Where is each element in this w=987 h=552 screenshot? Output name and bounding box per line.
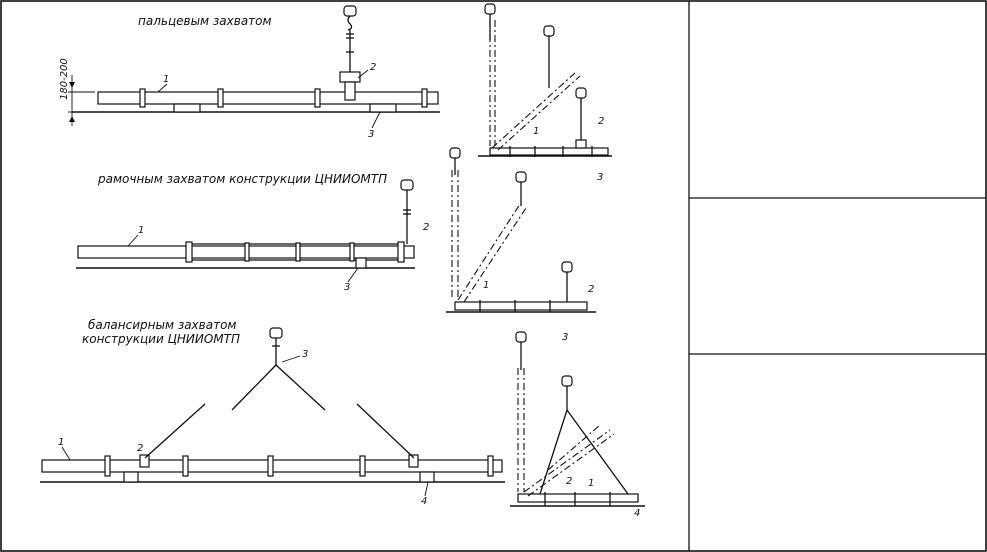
label-3-a: 3 <box>368 129 374 140</box>
label-2-d: 2 <box>588 284 594 295</box>
label-1-d: 1 <box>483 280 489 291</box>
label-1-c: 1 <box>138 225 144 236</box>
rotation-schematic-1 <box>478 3 612 157</box>
rotation-schematic-3 <box>510 331 645 507</box>
label-2-b: 2 <box>598 116 604 127</box>
label-3-d: 3 <box>562 332 568 343</box>
table-cell-3 <box>690 355 987 550</box>
label-2-f: 2 <box>566 476 572 487</box>
beam-1 <box>97 88 439 113</box>
label-1-e: 1 <box>58 437 64 448</box>
label-2-e: 2 <box>137 443 143 454</box>
caption-frame-grip: рамочным захватом конструкции ЦНИИОМТП <box>97 172 387 186</box>
finger-grip-assembly <box>339 5 361 101</box>
label-3-e: 3 <box>302 349 308 360</box>
dimension-label: 180-200 <box>59 58 70 100</box>
label-3-c: 3 <box>344 282 350 293</box>
beam-3 <box>41 454 503 483</box>
balancer-slings <box>144 327 415 459</box>
beam-2 <box>77 241 415 269</box>
label-4-f: 4 <box>634 508 640 519</box>
label-3-b: 3 <box>597 172 603 183</box>
label-1-b: 1 <box>533 126 539 137</box>
label-2-a: 2 <box>370 62 376 73</box>
frame-grip-hook <box>400 179 414 244</box>
table-cell-1 <box>690 2 987 197</box>
label-1-a: 1 <box>163 74 169 85</box>
label-2-c: 2 <box>423 222 429 233</box>
caption-finger-grip: пальцевым захватом <box>138 14 272 28</box>
rotation-schematic-2 <box>446 147 596 313</box>
label-4-e: 4 <box>421 496 427 507</box>
caption-balancer-line2: конструкции ЦНИИОМТП <box>82 332 240 346</box>
table-cell-2 <box>690 199 987 353</box>
dimension-mark: 180-200 <box>59 58 95 126</box>
label-1-f: 1 <box>588 478 594 489</box>
caption-balancer-line1: балансирным захватом <box>88 318 236 332</box>
